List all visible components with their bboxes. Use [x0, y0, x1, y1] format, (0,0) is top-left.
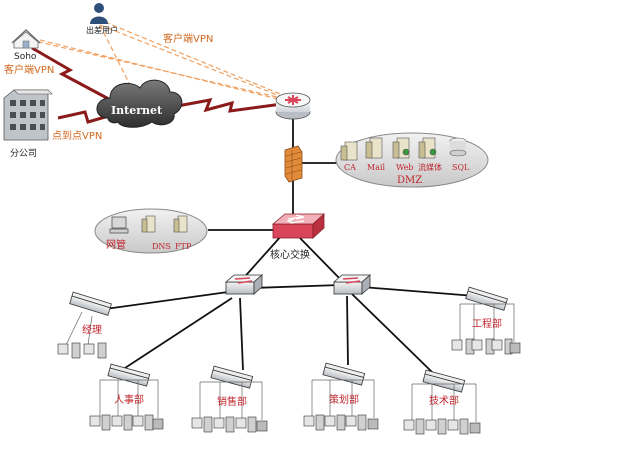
dmz-servers — [340, 137, 467, 161]
wan-links — [31, 46, 283, 124]
mgmt-server-dns: DNS — [152, 242, 171, 251]
branch-office-icon — [3, 89, 53, 141]
client-vpn-top-label: 客户端VPN — [163, 34, 214, 45]
soho-label: Soho — [14, 52, 37, 62]
internet-label: Internet — [111, 104, 163, 117]
mgmt-server-ftp: FTP — [175, 242, 192, 251]
dmz-server-ca: CA — [344, 163, 356, 172]
mgmt-label: 网管 — [106, 240, 126, 251]
core-switch-label: 核心交换 — [270, 250, 310, 261]
dmz-server-mail: Mail — [367, 163, 386, 172]
firewall-icon — [284, 145, 303, 183]
branch-label: 分公司 — [10, 149, 38, 159]
soho-house-icon — [11, 29, 41, 49]
dept-engineering-label: 工程部 — [472, 319, 502, 330]
dept-hr-label: 人事部 — [114, 395, 144, 406]
core-switch-icon — [271, 213, 326, 239]
dept-manager-label: 经理 — [82, 325, 102, 336]
dept-planning-label: 策划部 — [329, 395, 359, 406]
travel-user-label: 出差用户 — [86, 26, 118, 35]
access-wiring — [65, 303, 515, 422]
dmz-label: DMZ — [397, 175, 423, 186]
dept-tech-label: 技术部 — [429, 396, 459, 407]
workstations — [57, 338, 521, 435]
dmz-server-media: 流媒体 — [418, 163, 442, 172]
p2p-vpn-label: 点到点VPN — [52, 131, 103, 142]
dmz-server-web: Web — [396, 163, 414, 172]
access-switches — [69, 286, 508, 393]
dmz-server-sql: SQL — [452, 163, 470, 172]
lan-links — [97, 118, 476, 373]
dept-sales-label: 销售部 — [217, 397, 247, 408]
internet-cloud-icon — [96, 79, 183, 128]
distribution-switches — [224, 274, 372, 295]
client-vpn-left-label: 客户端VPN — [4, 65, 55, 76]
mgmt-zone — [94, 208, 208, 254]
router-icon — [275, 92, 311, 120]
travel-user-icon — [90, 3, 108, 24]
